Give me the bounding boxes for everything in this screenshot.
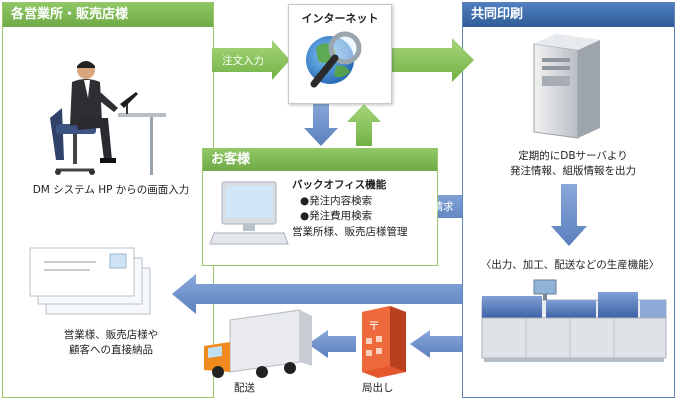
order-arrow xyxy=(212,40,290,80)
db-output-line1: 定期的にDBサーバより xyxy=(518,150,628,162)
post-office-icon: 〒 xyxy=(362,306,406,378)
delivery-line1: 営業様、販売店様や xyxy=(63,329,159,341)
backoffice-item-cost-search: ●発注費用検索 xyxy=(300,210,373,222)
backoffice-title: バックオフィス機能 xyxy=(292,179,387,191)
post-office-label: 局出し xyxy=(362,382,394,394)
dm-entry-caption: DM システム HP からの画面入力 xyxy=(32,184,190,196)
customer-to-internet-arrow xyxy=(347,104,381,146)
db-output-line2: 発注情報、組版情報を出力 xyxy=(510,165,636,177)
sales-offices-title: 各営業所・販売店様 xyxy=(3,3,213,27)
server-icon xyxy=(533,34,600,139)
shipping-arrow xyxy=(410,330,462,358)
customer-title: お客様 xyxy=(203,149,437,171)
internet-box: インターネット xyxy=(288,4,392,104)
production-caption: 〈出力、加工、配送などの生産機能〉 xyxy=(480,259,660,271)
order-entry-label: 注文入力 xyxy=(222,55,264,67)
delivery-arrow xyxy=(172,274,462,314)
production-machine-illustration xyxy=(481,279,667,362)
backoffice-item-order-search: ●発注内容検索 xyxy=(300,195,373,207)
envelope-icon xyxy=(29,247,151,315)
db-to-production-arrow xyxy=(551,184,587,246)
sales-offices-panel: 各営業所・販売店様 xyxy=(2,2,214,398)
backoffice-footer: 営業所様、販売店様管理 xyxy=(292,226,408,238)
request-label: ご請求 xyxy=(422,201,454,213)
office-worker-illustration xyxy=(50,61,166,175)
kyodo-printing-title: 共同印刷 xyxy=(463,3,674,27)
customer-panel: お客様 xyxy=(202,148,438,266)
delivery-line2: 顧客への直接納品 xyxy=(69,344,153,356)
internet-to-printing-arrow xyxy=(390,38,474,82)
internet-to-customer-arrow xyxy=(304,102,338,146)
post-arrow xyxy=(308,330,356,358)
internet-label: インターネット xyxy=(301,12,379,25)
svg-text:〒: 〒 xyxy=(368,319,380,333)
truck-icon xyxy=(204,309,312,378)
shipping-label: 配送 xyxy=(234,382,255,394)
